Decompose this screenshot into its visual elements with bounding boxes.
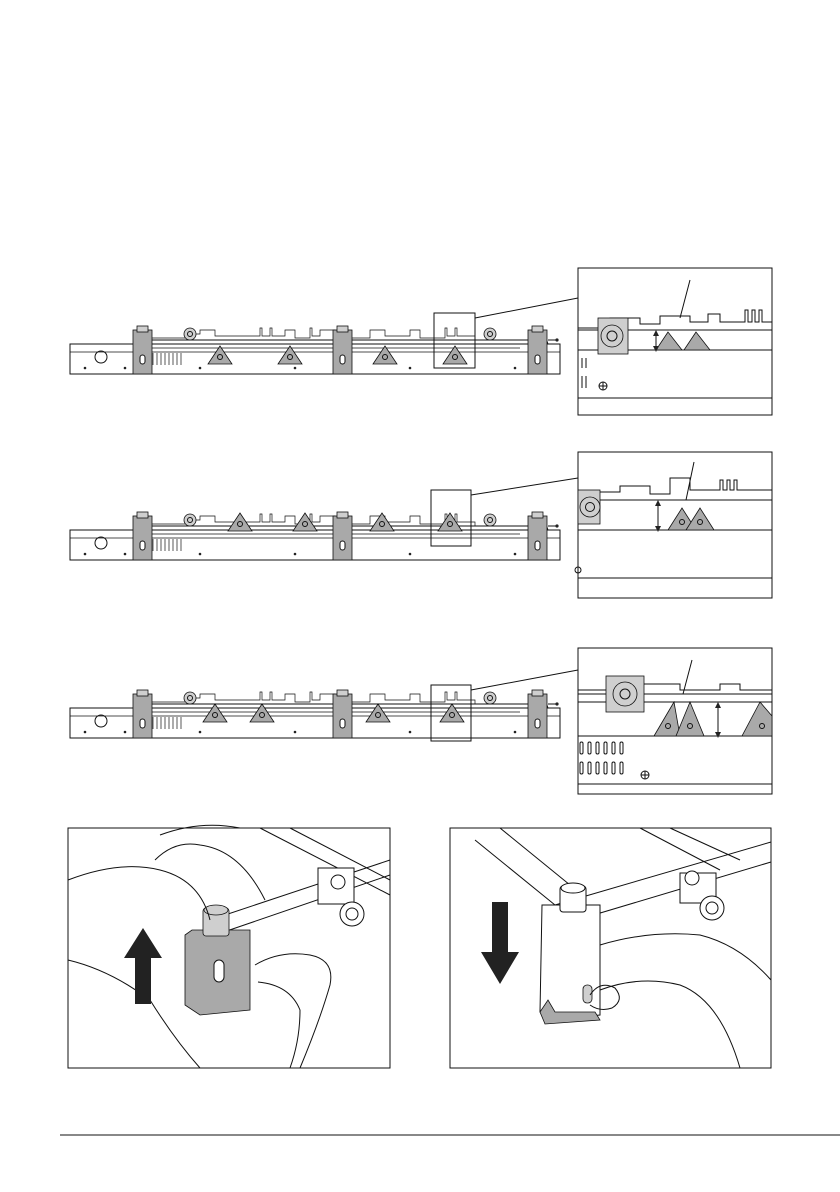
photo-leg-pull-up <box>68 825 390 1068</box>
panel-position-3 <box>70 648 772 794</box>
panel-position-2 <box>70 452 772 598</box>
panel-position-1 <box>70 268 772 415</box>
photo-leg-push-down <box>450 828 771 1068</box>
